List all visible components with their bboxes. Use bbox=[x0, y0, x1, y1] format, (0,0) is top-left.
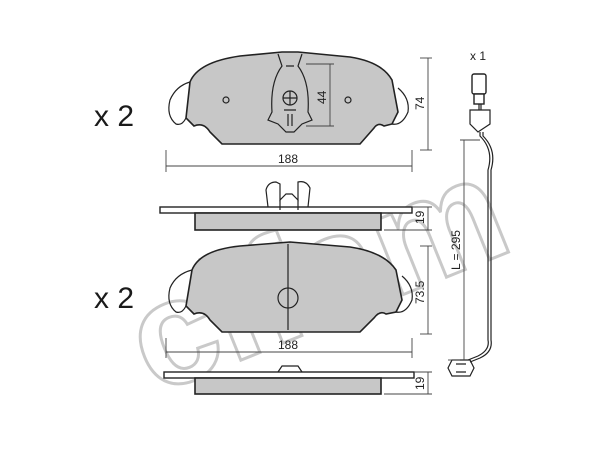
bottom-pad-side bbox=[163, 365, 415, 395]
bottom-pad-face bbox=[168, 241, 413, 333]
bottom-thickness-dimension: 19 bbox=[384, 371, 432, 395]
top-pad-side bbox=[159, 181, 413, 231]
dim-top-thickness: 19 bbox=[413, 210, 427, 224]
dim-bottom-thickness: 19 bbox=[413, 376, 427, 390]
top-thickness-dimension: 19 bbox=[384, 206, 432, 231]
bottom-dimensions: 188 73.5 bbox=[165, 245, 432, 358]
dim-bottom-height: 73.5 bbox=[413, 280, 427, 304]
sensor-length-dimension: L = 295 bbox=[448, 139, 480, 361]
quantity-top-pads: x 2 bbox=[94, 100, 134, 133]
top-dimensions: 188 74 44 bbox=[165, 57, 432, 172]
dim-top-width: 188 bbox=[278, 152, 298, 166]
wear-sensor bbox=[447, 73, 494, 377]
dim-top-feature: 44 bbox=[315, 90, 329, 104]
dim-top-height: 74 bbox=[413, 96, 427, 110]
dim-bottom-width: 188 bbox=[278, 338, 298, 352]
top-pad-face bbox=[168, 51, 409, 145]
quantity-bottom-pads: x 2 bbox=[94, 282, 134, 315]
quantity-sensor: x 1 bbox=[470, 49, 486, 63]
dim-sensor-length: L = 295 bbox=[449, 230, 463, 270]
